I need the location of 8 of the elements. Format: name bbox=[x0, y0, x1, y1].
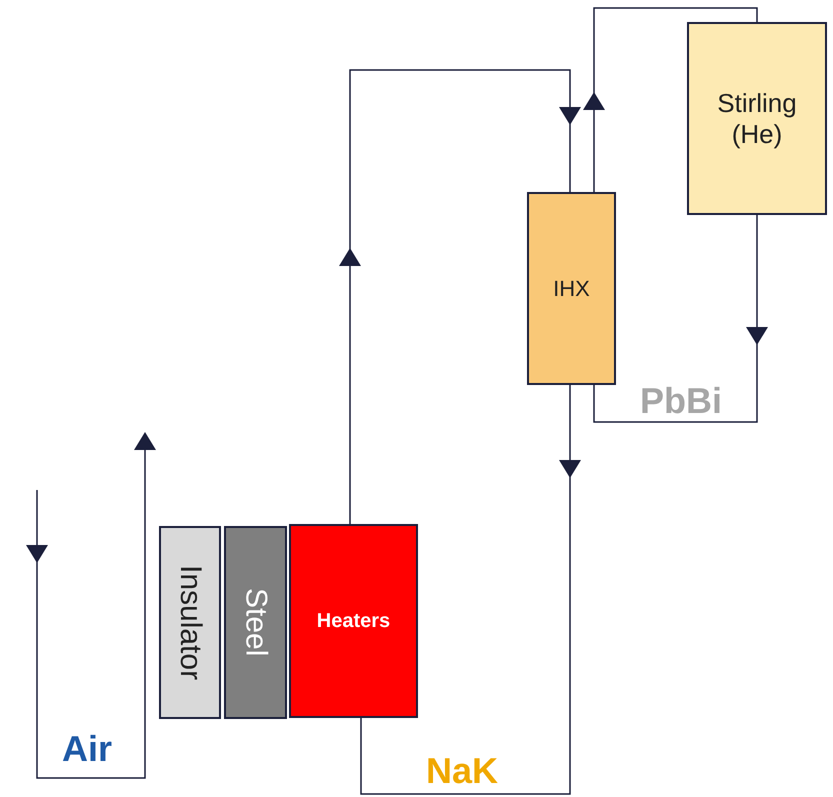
heat-exchanger-box: IHX bbox=[527, 192, 616, 385]
steel-layer: Steel bbox=[224, 526, 287, 719]
loop-label: NaK bbox=[426, 750, 498, 792]
heater-block: Heaters bbox=[289, 524, 418, 718]
stirling-engine-box: Stirling (He) bbox=[687, 22, 827, 215]
loop-label: Air bbox=[62, 728, 112, 770]
loop-label: PbBi bbox=[640, 380, 722, 422]
insulator-layer: Insulator bbox=[159, 526, 221, 719]
